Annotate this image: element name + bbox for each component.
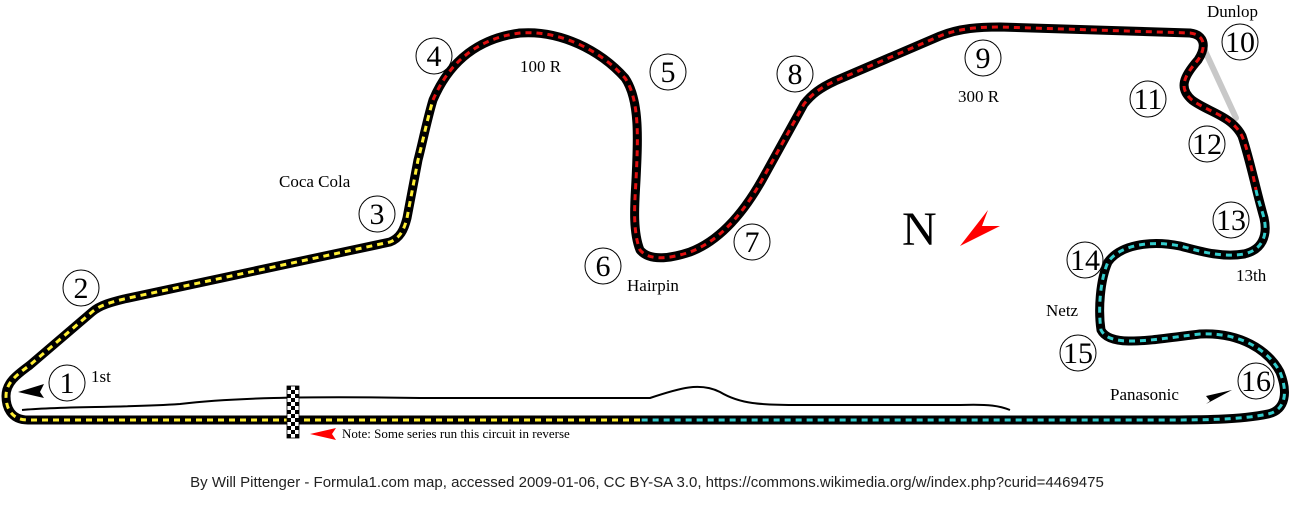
corner-marker-6: 6 — [584, 247, 622, 285]
checkered-flag-icon — [286, 385, 300, 439]
corner-marker-15: 15 — [1059, 334, 1097, 372]
corner-number: 13 — [1216, 204, 1246, 237]
label-netz: Netz — [1046, 301, 1079, 320]
corner-number: 8 — [788, 58, 803, 91]
label-13th: 13th — [1236, 266, 1267, 285]
direction-arrow-icon — [1206, 390, 1232, 404]
corner-number: 16 — [1241, 365, 1271, 398]
label-100r: 100 R — [520, 57, 562, 76]
corner-number: 6 — [596, 250, 611, 283]
direction-arrow-icon — [18, 384, 44, 398]
corner-number: 7 — [745, 226, 760, 259]
pit-lane — [21, 385, 1011, 411]
corner-marker-4: 4 — [415, 37, 453, 75]
corner-number: 15 — [1063, 337, 1093, 370]
corner-number: 3 — [370, 198, 385, 231]
corner-number: 2 — [74, 272, 89, 305]
corner-marker-11: 11 — [1129, 80, 1167, 118]
circuit-map: Note: Some series run this circuit in re… — [1, 2, 1289, 441]
corner-marker-1: 1 — [48, 364, 86, 402]
label-panasonic: Panasonic — [1110, 385, 1179, 404]
corner-number: 10 — [1225, 26, 1255, 59]
corner-number: 11 — [1134, 83, 1163, 116]
attribution-credit: By Will Pittenger - Formula1.com map, ac… — [190, 474, 1104, 491]
corner-marker-5: 5 — [649, 53, 687, 91]
sector-1-dashes — [4, 99, 435, 422]
corner-number: 14 — [1070, 244, 1100, 277]
corner-marker-2: 2 — [62, 269, 100, 307]
label-coca-cola: Coca Cola — [279, 172, 351, 191]
corner-marker-9: 9 — [964, 39, 1002, 77]
label-1st: 1st — [91, 367, 111, 386]
corner-number: 4 — [427, 40, 442, 73]
reverse-note-arrow-icon — [310, 428, 336, 440]
corner-marker-13: 13 — [1212, 201, 1250, 239]
corner-number: 9 — [976, 42, 991, 75]
corner-marker-8: 8 — [776, 55, 814, 93]
corner-marker-7: 7 — [733, 223, 771, 261]
label-hairpin: Hairpin — [627, 276, 679, 295]
sector-3-dashes — [640, 189, 1286, 422]
corner-marker-14: 14 — [1066, 241, 1104, 279]
corner-number: 12 — [1192, 128, 1222, 161]
corner-marker-12: 12 — [1188, 125, 1226, 163]
north-label: N — [902, 203, 937, 256]
corner-number: 1 — [60, 367, 75, 400]
north-arrow-icon — [960, 210, 1000, 246]
corner-number: 5 — [661, 56, 676, 89]
corner-marker-3: 3 — [358, 195, 396, 233]
corner-marker-10: 10 — [1221, 23, 1259, 61]
corner-marker-16: 16 — [1237, 362, 1275, 400]
label-dunlop: Dunlop — [1207, 2, 1258, 21]
label-300r: 300 R — [958, 87, 1000, 106]
reverse-note: Note: Some series run this circuit in re… — [342, 426, 570, 441]
